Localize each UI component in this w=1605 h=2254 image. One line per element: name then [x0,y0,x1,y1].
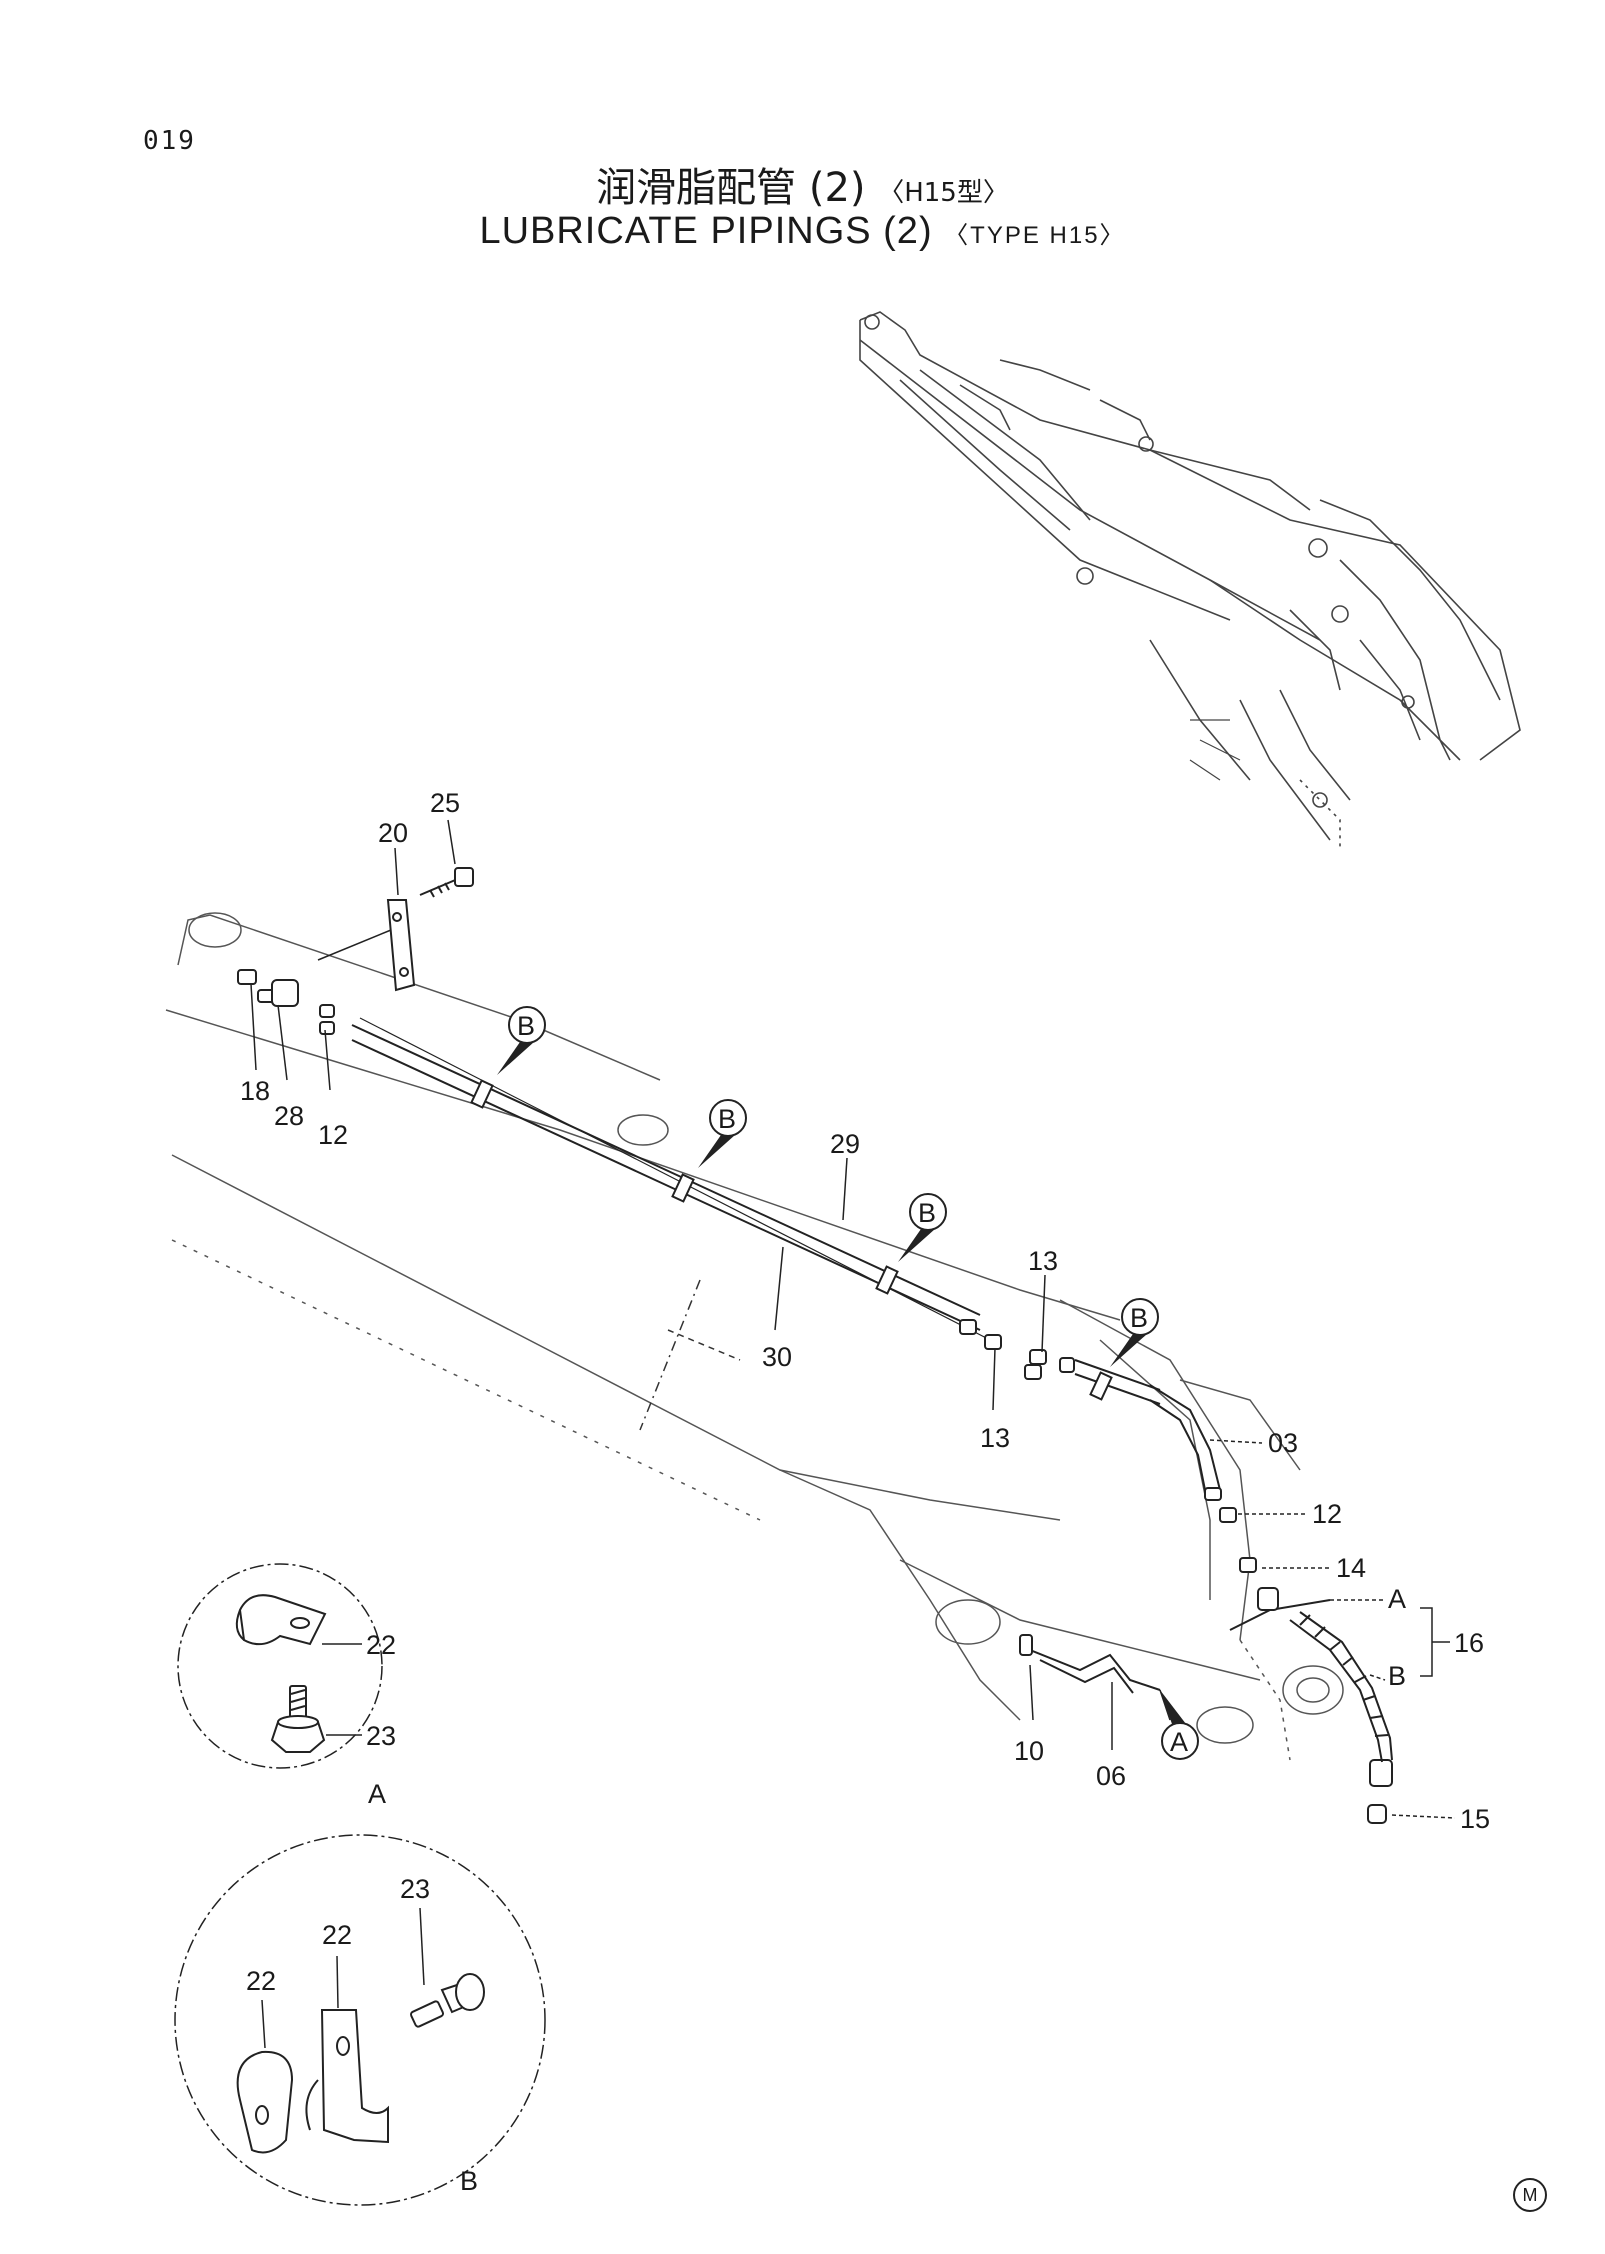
boom-outline [165,912,1344,1761]
manufacturer-mark: M [1513,2178,1547,2212]
callout-29: 29 [830,1129,860,1159]
clamp-marker-a: A [1160,1690,1199,1760]
callout-10: 10 [1014,1736,1044,1766]
title-chinese-sub: 〈H15型〉 [878,178,1009,208]
clamp-marker-b-3-label: B [918,1198,936,1228]
callout-12-lower: 12 [1312,1499,1342,1529]
detail-b-callout-22-left: 22 [246,1966,276,1996]
pipe-clamps [470,1079,1113,1401]
title-english-main: LUBRICATE PIPINGS (2) [479,210,933,252]
title-english: LUBRICATE PIPINGS (2) 〈TYPE H15〉 [0,210,1605,253]
detail-a-callout-22: 22 [366,1630,396,1660]
clamp-marker-b-1-label: B [517,1011,535,1041]
callout-16: 16 [1454,1628,1484,1658]
callout-15: 15 [1460,1804,1490,1834]
clamp-marker-b-2: B [698,1099,747,1168]
title-chinese: 润滑脂配管 (2) 〈H15型〉 [0,155,1605,213]
detail-b: 22 22 23 B [174,1834,546,2206]
fittings [237,969,1393,1824]
clamp-marker-b-2-label: B [718,1104,736,1134]
callout-20: 20 [378,818,408,848]
pipe-run [351,1017,1331,1694]
clamp-marker-b-4-label: B [1130,1303,1148,1333]
callout-13-lower: 13 [980,1423,1010,1453]
callout-28: 28 [274,1101,304,1131]
clamp-marker-b-3: B [898,1193,947,1262]
callout-16-a: A [1388,1584,1406,1614]
callout-06: 06 [1096,1761,1126,1791]
detail-a-label: A [368,1779,386,1809]
callout-14: 14 [1336,1553,1366,1583]
bracket-20 [386,867,474,992]
callout-18: 18 [240,1076,270,1106]
callout-25: 25 [430,788,460,818]
detail-a-callout-23: 23 [366,1721,396,1751]
callout-30: 30 [762,1342,792,1372]
callout-12-upper: 12 [318,1120,348,1150]
page-number: 019 [143,126,196,156]
clamp-marker-b-4: B [1110,1298,1159,1367]
callout-13-upper: 13 [1028,1246,1058,1276]
detail-b-label: B [460,2166,478,2196]
clamp-marker-b-1: B [497,1006,546,1075]
clamp-marker-a-label: A [1170,1727,1188,1757]
leader-lines [250,819,1456,1819]
callout-03: 03 [1268,1428,1298,1458]
detail-b-callout-23: 23 [400,1874,430,1904]
machine-overview [859,311,1521,850]
hose-16 [1289,1611,1393,1763]
detail-a: 22 23 A [177,1563,396,1809]
detail-b-callout-22-right: 22 [322,1920,352,1950]
callout-labels: 25 20 18 28 12 29 30 13 13 03 12 14 A B … [240,788,1490,1834]
title-english-sub: 〈TYPE H15〉 [944,222,1126,249]
callout-16-b: B [1388,1661,1406,1691]
title-chinese-main: 润滑脂配管 (2) [596,165,866,211]
